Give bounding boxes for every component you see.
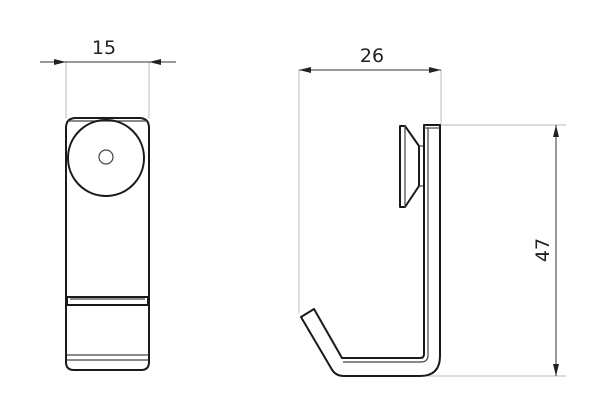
- hook-profile-inner: [343, 128, 429, 363]
- side-suction-cup: [399, 125, 420, 208]
- side-width-label: 26: [360, 45, 384, 67]
- front-body-outline: [65, 117, 150, 371]
- side-height-dimension: 47: [532, 125, 559, 376]
- side-height-label: 47: [532, 238, 554, 262]
- center-hole-icon: [98, 149, 114, 165]
- front-view: 15: [40, 37, 176, 371]
- front-hook-band: [66, 296, 149, 306]
- front-width-label: 15: [92, 37, 116, 59]
- hook-profile-outer: [300, 124, 441, 377]
- front-width-dimension: 15: [40, 37, 176, 65]
- side-width-dimension: 26: [299, 45, 441, 73]
- side-view: 26 47: [298, 45, 566, 377]
- suction-cup-disc: [67, 119, 145, 197]
